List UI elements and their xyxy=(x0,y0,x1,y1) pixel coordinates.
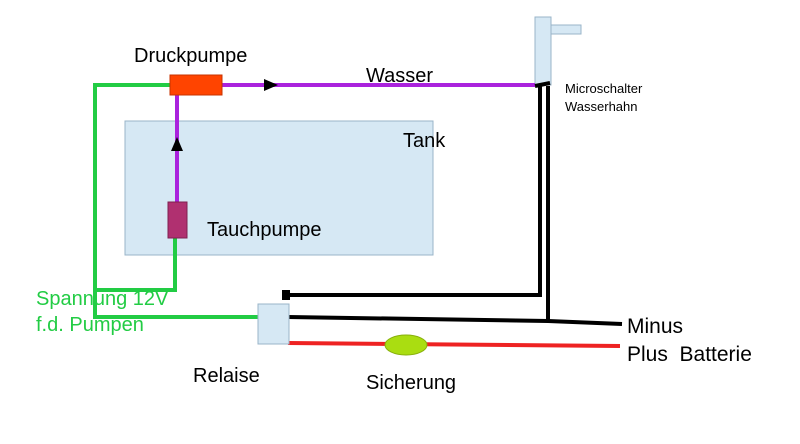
label-sicherung: Sicherung xyxy=(366,372,456,394)
flow-arrow-right xyxy=(264,79,278,91)
label-wasser: Wasser xyxy=(366,65,433,87)
druckpumpe xyxy=(169,74,223,96)
label-minus: Minus xyxy=(627,315,683,338)
switch-tick xyxy=(534,81,551,88)
label-plus-batterie: Plus Batterie xyxy=(627,343,752,366)
label-pumpen: f.d. Pumpen xyxy=(36,314,144,336)
wasserhahn-body xyxy=(534,16,552,86)
sicherung xyxy=(384,334,428,356)
tauchpumpe xyxy=(167,201,188,239)
label-druckpumpe: Druckpumpe xyxy=(134,45,247,67)
plus-wire xyxy=(287,341,621,348)
flow-arrow-up xyxy=(171,137,183,151)
minus-wire xyxy=(287,315,623,326)
signal-wire-relay xyxy=(288,86,542,297)
label-tauchpumpe: Tauchpumpe xyxy=(207,219,322,241)
signal-wires xyxy=(287,81,623,326)
label-spannung: Spannung 12V xyxy=(36,288,169,310)
power-wire-tauchpumpe xyxy=(95,237,177,292)
label-wasserhahn: Wasserhahn xyxy=(565,99,638,114)
power-wires xyxy=(93,83,258,319)
relay-terminal xyxy=(282,290,290,300)
power-wire-druckpumpe xyxy=(93,83,258,319)
label-microschalter: Microschalter xyxy=(565,81,643,96)
relaise xyxy=(257,303,290,345)
label-relaise: Relaise xyxy=(193,365,260,387)
label-tank: Tank xyxy=(403,130,446,152)
wasserhahn-spout xyxy=(550,24,582,35)
